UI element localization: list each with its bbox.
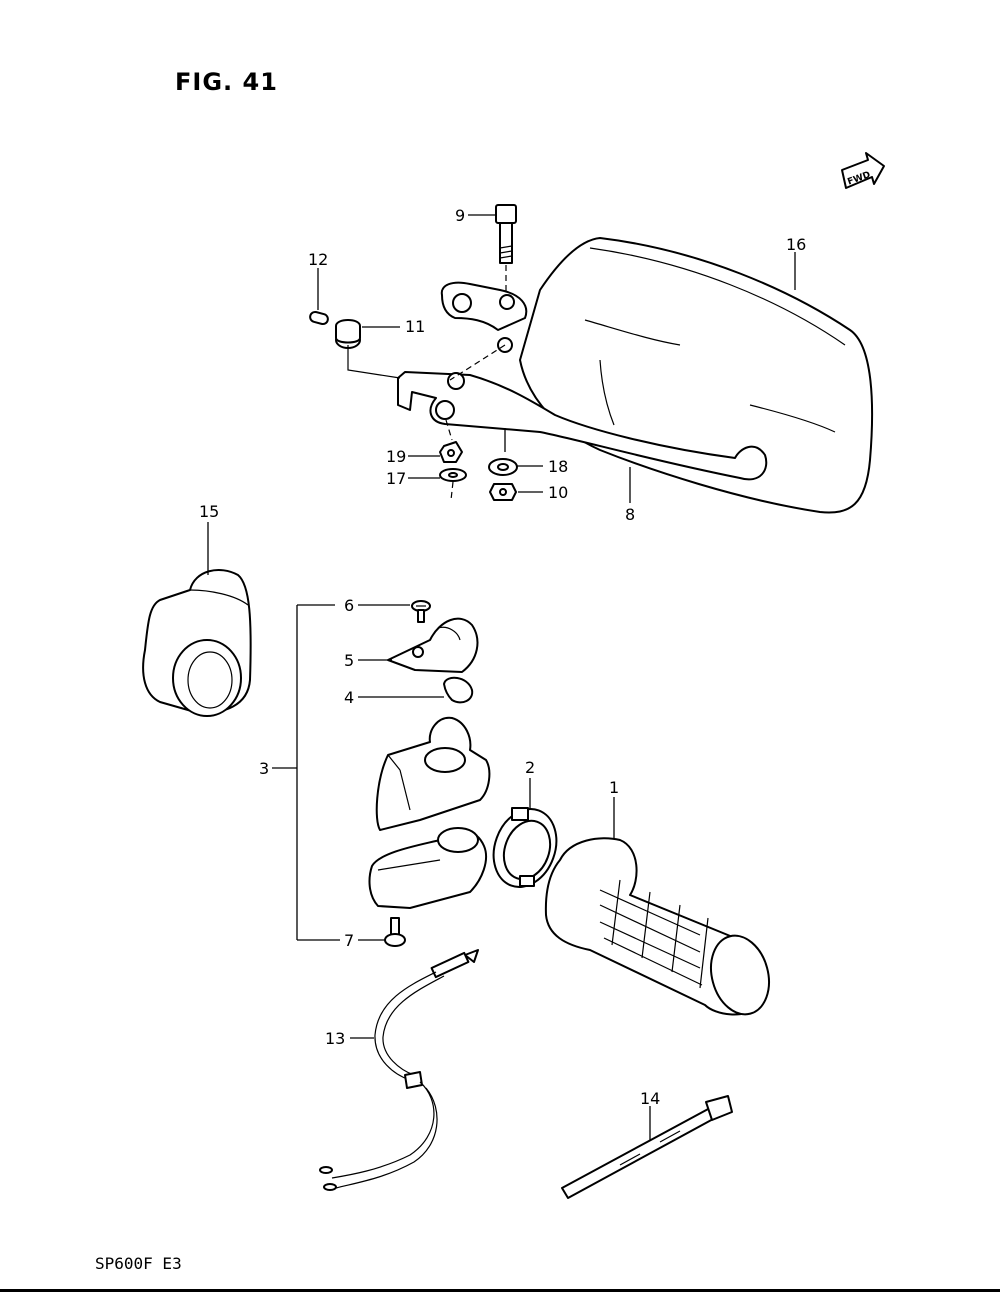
- part-number-label: 15: [199, 502, 219, 521]
- part-number-label: 4: [344, 688, 354, 707]
- part-number-label: 3: [259, 759, 269, 778]
- leader-lines: [207, 214, 796, 1140]
- cable-clamp-icon: [443, 676, 474, 704]
- throttle-drum-icon: [492, 807, 558, 888]
- part-number-label: 13: [325, 1029, 345, 1048]
- part-number-label: 2: [525, 758, 535, 777]
- housing-boot-icon: [142, 569, 252, 717]
- cable-tie-icon: [561, 1095, 733, 1199]
- part-number-label: 18: [548, 457, 568, 476]
- figure-title: FIG. 41: [175, 68, 278, 96]
- model-code: SP600F E3: [95, 1254, 182, 1273]
- washer-icon: [488, 458, 518, 476]
- handguard-icon: [519, 237, 874, 514]
- part-number-label: 14: [640, 1089, 660, 1108]
- part-number-label: 7: [344, 931, 354, 950]
- bottom-rule: [0, 1289, 1000, 1292]
- screw-icon: [411, 600, 431, 623]
- part-number-label: 9: [455, 206, 465, 225]
- cap-icon: [335, 319, 401, 379]
- handguard-bracket-icon: [397, 281, 768, 481]
- throttle-housing-icon: [368, 827, 488, 909]
- screw-icon: [384, 917, 406, 947]
- part-number-label: 6: [344, 596, 354, 615]
- part-number-label: 12: [308, 250, 328, 269]
- throttle-grip-icon: [544, 837, 770, 1016]
- part-number-label: 17: [386, 469, 406, 488]
- part-number-label: 5: [344, 651, 354, 670]
- fwd-arrow-icon: FWD: [841, 152, 885, 189]
- part-number-label: 11: [405, 317, 425, 336]
- nut-icon: [439, 441, 463, 463]
- part-number-label: 10: [548, 483, 568, 502]
- part-number-label: 8: [625, 505, 635, 524]
- throttle-housing-icon: [375, 716, 491, 831]
- wire-harness-icon: [319, 949, 479, 1191]
- part-number-label: 16: [786, 235, 806, 254]
- part-number-label: 1: [609, 778, 619, 797]
- nut-icon: [489, 483, 517, 501]
- bolt-icon: [495, 204, 517, 296]
- part-number-label: 19: [386, 447, 406, 466]
- housing-cover-icon: [387, 617, 479, 673]
- pin-icon: [309, 310, 329, 326]
- washer-icon: [439, 468, 467, 482]
